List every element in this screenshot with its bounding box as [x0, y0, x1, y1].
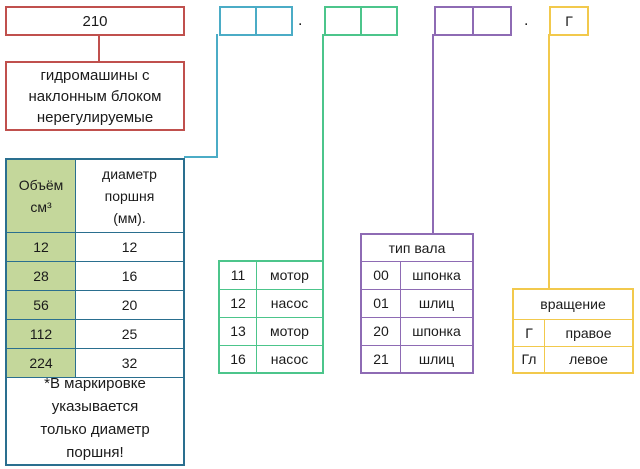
- description-line: гидромашины с: [40, 66, 150, 84]
- volume-header-line: Объём: [18, 177, 64, 193]
- shaft-code-cell: 21: [360, 344, 401, 374]
- volume-cell: 56: [6, 290, 76, 320]
- table-row: 28 16: [6, 261, 184, 291]
- type-code-box-1: [324, 6, 362, 36]
- note-line: только диаметр: [40, 421, 150, 438]
- description-line: наклонным блоком: [28, 87, 162, 105]
- volume-table: Объём см³ диаметр поршня (мм). 12 12 28 …: [6, 159, 184, 378]
- shaft-name-cell: шлиц: [400, 288, 474, 318]
- diameter-cell: 12: [75, 232, 184, 262]
- volume-header: Объём см³: [6, 159, 76, 233]
- table-row: 00 шпонка: [360, 260, 474, 290]
- volume-cell: 112: [6, 319, 76, 349]
- rotation-code-label: Г: [565, 13, 573, 29]
- connector-purple: [432, 34, 434, 234]
- shaft-code-cell: 01: [360, 288, 401, 318]
- table-row: 12 насос: [218, 288, 324, 318]
- shaft-name-cell: шпонка: [400, 316, 474, 346]
- rotation-name-cell: правое: [544, 318, 634, 347]
- rotation-code-cell: Гл: [512, 345, 545, 374]
- connector-blue-v: [216, 34, 218, 158]
- diameter-cell: 20: [75, 290, 184, 320]
- shaft-name-cell: шпонка: [400, 260, 474, 290]
- table-row: 112 25: [6, 319, 184, 349]
- table-row: 12 12: [6, 232, 184, 262]
- type-name-cell: насос: [256, 288, 324, 318]
- type-code-box-2: [360, 6, 398, 36]
- series-code-box: 210: [5, 6, 185, 36]
- diameter-header-line: поршня: [104, 188, 155, 204]
- rotation-name-cell: левое: [544, 345, 634, 374]
- volume-cell: 28: [6, 261, 76, 291]
- separator-dot: .: [524, 12, 529, 29]
- shaft-name-cell: шлиц: [400, 344, 474, 374]
- separator-dot: .: [298, 12, 303, 29]
- note-line: поршня!: [66, 444, 124, 461]
- shaft-code-cell: 00: [360, 260, 401, 290]
- table-row: Гл левое: [512, 345, 634, 374]
- connector-blue-h: [184, 156, 218, 158]
- type-table: 11 мотор 12 насос 13 мотор 16 насос: [218, 260, 324, 374]
- volume-note: *В маркировке указывается только диаметр…: [7, 372, 183, 464]
- shaft-table-title: тип вала: [360, 233, 474, 262]
- table-row: 01 шлиц: [360, 288, 474, 318]
- table-row: 56 20: [6, 290, 184, 320]
- table-row: 11 мотор: [218, 260, 324, 290]
- connector-red: [98, 34, 100, 62]
- type-name-cell: насос: [256, 344, 324, 374]
- shaft-code-box-2: [472, 6, 512, 36]
- volume-cell: 12: [6, 232, 76, 262]
- volume-code-box-2: [255, 6, 293, 36]
- rotation-code-cell: Г: [512, 318, 545, 347]
- type-name-cell: мотор: [256, 260, 324, 290]
- description-box: гидромашины с наклонным блоком нерегулир…: [5, 61, 185, 131]
- type-name-cell: мотор: [256, 316, 324, 346]
- type-code-cell: 16: [218, 344, 257, 374]
- volume-cell: 224: [6, 348, 76, 378]
- table-row: 16 насос: [218, 344, 324, 374]
- rotation-table: вращение Г правое Гл левое: [512, 288, 634, 374]
- table-row: 224 32: [6, 348, 184, 378]
- diameter-cell: 32: [75, 348, 184, 378]
- type-code-cell: 12: [218, 288, 257, 318]
- table-row: 13 мотор: [218, 316, 324, 346]
- table-row: 20 шпонка: [360, 316, 474, 346]
- shaft-table: тип вала 00 шпонка 01 шлиц 20 шпонка 21 …: [360, 233, 474, 374]
- connector-green: [322, 34, 324, 262]
- note-line: указывается: [51, 398, 139, 415]
- diameter-cell: 16: [75, 261, 184, 291]
- note-line: *В маркировке: [44, 375, 146, 392]
- rotation-code-box: Г: [549, 6, 589, 36]
- shaft-code-cell: 20: [360, 316, 401, 346]
- rotation-table-title: вращение: [512, 288, 634, 320]
- diameter-header-line: диаметр: [102, 166, 157, 182]
- type-code-cell: 11: [218, 260, 257, 290]
- diameter-cell: 25: [75, 319, 184, 349]
- table-row: 21 шлиц: [360, 344, 474, 374]
- shaft-code-box-1: [434, 6, 474, 36]
- type-code-cell: 13: [218, 316, 257, 346]
- diameter-header-line: (мм).: [113, 210, 146, 226]
- series-code-label: 210: [82, 12, 108, 30]
- diameter-header: диаметр поршня (мм).: [75, 159, 184, 233]
- connector-yellow: [548, 34, 550, 290]
- description-line: нерегулируемые: [36, 108, 154, 126]
- volume-header-line: см³: [30, 199, 52, 215]
- table-row: Г правое: [512, 318, 634, 347]
- volume-code-box-1: [219, 6, 257, 36]
